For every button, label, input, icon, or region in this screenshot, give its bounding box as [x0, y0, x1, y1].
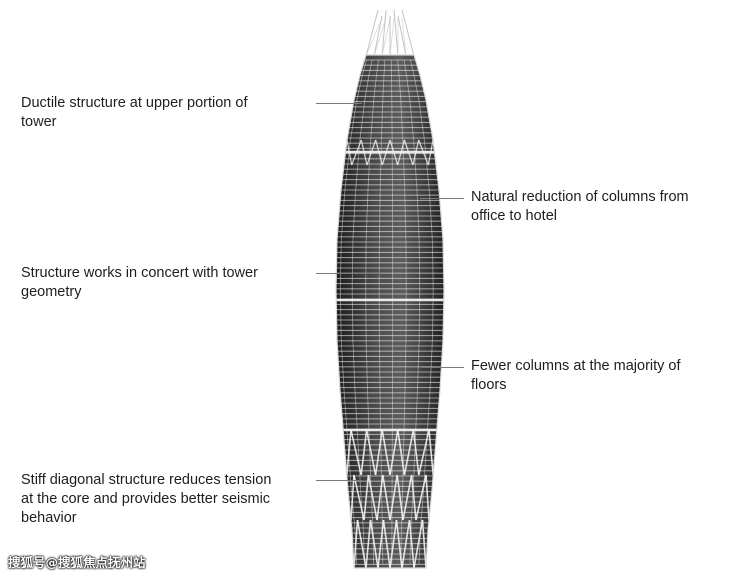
annotation-upper-ductile: Ductile structure at upper portion of to…	[21, 94, 247, 132]
diagonal-brace	[382, 474, 391, 521]
annotation-stiff-diagonal-line3: behavior	[21, 510, 77, 526]
diagonal-brace	[401, 519, 411, 568]
annotation-stiff-diagonal: Stiff diagonal structure reduces tension…	[21, 471, 271, 528]
annotation-fewer-columns: Fewer columns at the majority of floors	[471, 357, 681, 395]
diagonal-brace	[389, 429, 399, 476]
crown-spire	[365, 9, 415, 57]
diagonal-brace	[363, 474, 370, 521]
annotation-fewer-columns-line2: floors	[471, 377, 507, 393]
crown-strut	[397, 15, 407, 57]
diagonal-brace	[389, 519, 398, 568]
diagonal-brace	[353, 519, 359, 568]
diagonal-brace	[350, 474, 355, 521]
diagonal-brace	[389, 474, 398, 521]
diagonal-brace	[382, 519, 391, 568]
diagonal-brace	[421, 519, 427, 568]
crown-strut	[389, 17, 395, 57]
perimeter-column	[365, 59, 379, 565]
diagonal-brace	[415, 474, 427, 521]
diagonal-brace	[369, 519, 379, 568]
diagonal-brace	[365, 429, 377, 476]
annotation-upper-ductile-line1: Ductile structure at upper portion of	[21, 95, 248, 111]
diagonal-brace	[412, 429, 420, 476]
annotation-natural-reduction-line2: office to hotel	[471, 208, 557, 224]
annotation-works-in-concert-line1: Structure works in concert with tower	[21, 265, 258, 281]
diagonal-brace	[353, 474, 365, 521]
perimeter-column	[390, 59, 394, 565]
diagonal-brace	[350, 429, 362, 476]
crown-strut	[373, 17, 387, 57]
leader-line-stiff-diagonal	[316, 480, 362, 481]
crown-strut	[381, 9, 387, 57]
annotation-natural-reduction-line1: Natural reduction of columns from	[471, 189, 689, 205]
diagonal-brace	[408, 519, 415, 568]
diagonal-brace	[381, 429, 391, 476]
diagonal-brace	[360, 429, 368, 476]
diagonal-brace	[403, 429, 415, 476]
annotation-fewer-columns-line1: Fewer columns at the majority of	[471, 358, 681, 374]
annotation-stiff-diagonal-line2: at the core and provides better seismic	[21, 491, 271, 507]
belt-truss-bands	[336, 150, 444, 432]
diagonal-brace	[395, 519, 403, 568]
leader-line-natural-reduction	[420, 198, 464, 199]
diagonal-brace	[397, 429, 406, 476]
diagonal-brace	[356, 519, 367, 568]
annotation-stiff-diagonal-line1: Stiff diagonal structure reduces tension	[21, 472, 272, 488]
diagonal-brace	[377, 519, 385, 568]
diagonal-brace	[410, 474, 417, 521]
diagonal-brace	[346, 429, 352, 476]
leader-line-fewer-columns	[422, 367, 464, 368]
annotation-works-in-concert-line2: geometry	[21, 284, 82, 300]
crown-strut	[365, 9, 379, 57]
diagonal-brace	[425, 474, 430, 521]
diagonal-brace	[367, 474, 378, 521]
annotation-natural-reduction: Natural reduction of columns from office…	[471, 188, 689, 226]
diagonal-brace	[402, 474, 413, 521]
annotation-works-in-concert: Structure works in concert with tower ge…	[21, 264, 258, 302]
diagonal-bracing	[346, 139, 434, 568]
crown-strut	[401, 9, 415, 57]
watermark-text: 搜狐号@搜狐焦点抚州站	[8, 555, 146, 570]
crown-strut	[373, 15, 383, 57]
diagonal-brace	[376, 474, 384, 521]
crown-strut	[401, 17, 407, 57]
diagonal-brace	[428, 429, 434, 476]
diagonal-brace	[365, 519, 372, 568]
diagonal-brace	[396, 474, 404, 521]
crown-strut	[381, 17, 391, 57]
crown-strut	[365, 17, 383, 57]
leader-line-upper-ductile	[316, 103, 362, 104]
diagonal-brace	[413, 519, 424, 568]
diagonal-brace	[418, 429, 430, 476]
crown-strut	[393, 9, 399, 57]
tower-outline	[335, 54, 445, 569]
diagonal-brace	[374, 429, 383, 476]
annotation-upper-ductile-line2: tower	[21, 114, 57, 130]
leader-line-works-in-concert	[316, 273, 380, 274]
perimeter-column	[403, 59, 421, 565]
